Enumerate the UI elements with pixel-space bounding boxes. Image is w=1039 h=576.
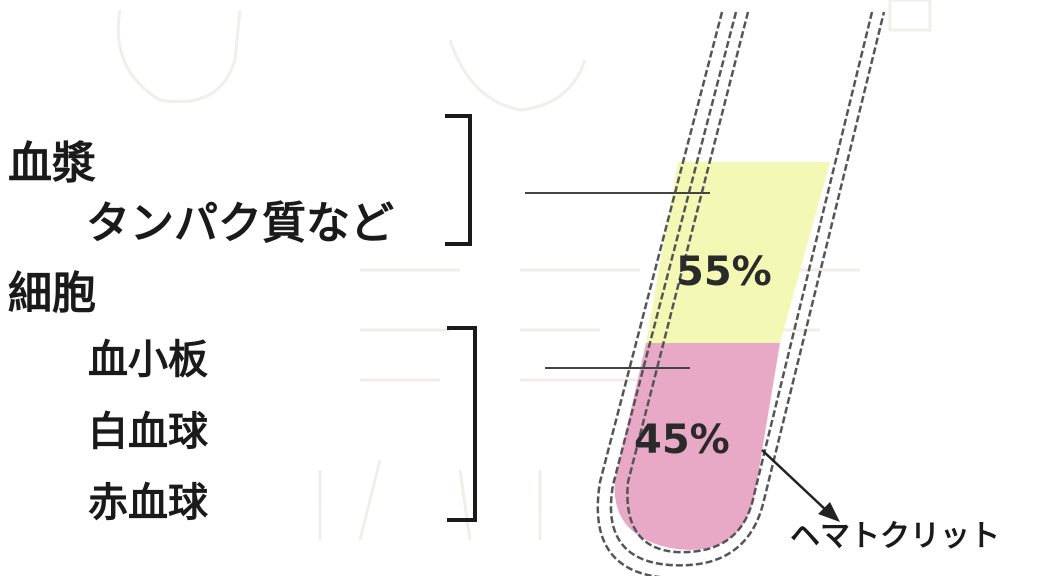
cell-item-platelets: 血小板 (88, 337, 208, 383)
cell-item-white-blood-cells: 白血球 (88, 409, 208, 455)
plasma-layer (646, 162, 830, 343)
cell-item-red-blood-cells: 赤血球 (88, 480, 208, 526)
cells-title: 細胞 (8, 268, 96, 319)
plasma-subtitle: タンパク質など (86, 198, 394, 249)
plasma-bracket (445, 114, 472, 246)
hematocrit-arrow-head (818, 502, 840, 522)
cells-percent: 45% (634, 417, 730, 463)
plasma-percent: 55% (676, 249, 772, 295)
plasma-title: 血漿 (8, 138, 96, 189)
cells-layer (614, 343, 780, 550)
cells-bracket (447, 326, 477, 522)
hematocrit-label: ヘマトクリット (790, 519, 1000, 554)
hematocrit-arrow-line (761, 449, 829, 513)
